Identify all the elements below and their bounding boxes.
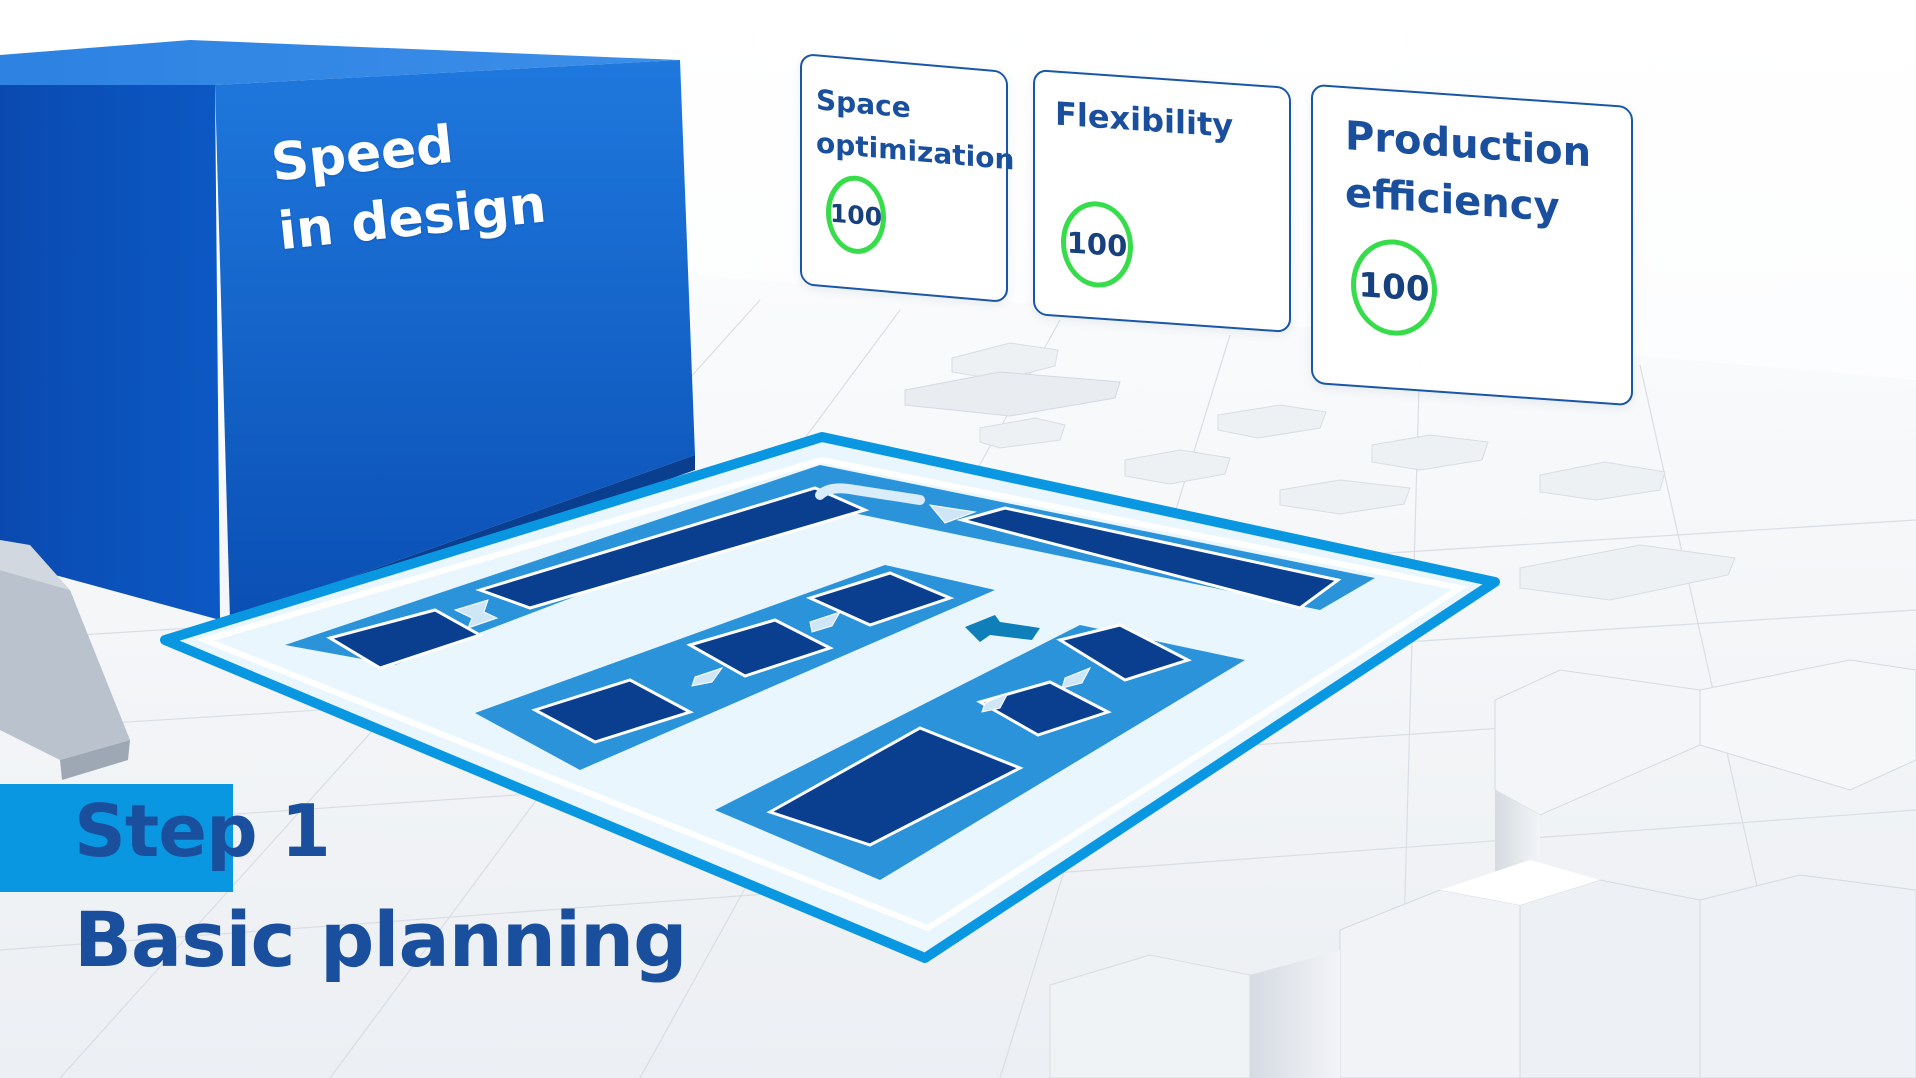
arrow-left-icon [965, 615, 1040, 642]
machine-top-left [326, 608, 484, 670]
step-subtitle: Basic planning [74, 895, 688, 984]
kpi-title: Space optimization [816, 78, 1014, 181]
speed-cube [0, 40, 695, 635]
machine-bot-1 [1056, 623, 1192, 682]
machine-top-long [475, 486, 870, 610]
score-badge: 100 [1061, 198, 1133, 290]
machine-mid-1 [805, 571, 955, 627]
kpi-card-space-optimization: Space optimization 100 [800, 52, 1014, 304]
step-title: Step 1 [74, 789, 331, 873]
step-accent-bar [0, 784, 233, 892]
foreground-blocks [1049, 659, 1916, 1078]
gray-cube [0, 540, 130, 780]
machine-bot-2 [976, 680, 1112, 737]
kpi-title: Production efficiency [1345, 108, 1631, 242]
layout-plan [160, 432, 1500, 963]
kpi-card-flexibility: Flexibility 100 [1033, 68, 1291, 334]
score-badge: 100 [1351, 236, 1437, 339]
background-blocks [904, 342, 1736, 601]
machine-mid-3 [531, 678, 694, 744]
chevron-arrow-icon [453, 483, 1092, 713]
kpi-title: Flexibility [1055, 95, 1289, 149]
kpi-card-production-efficiency: Production efficiency 100 [1311, 83, 1633, 407]
machine-bot-3 [766, 726, 1024, 847]
machine-mid-2 [686, 618, 834, 678]
kpi-title-line1: Flexibility [1055, 94, 1234, 145]
score-badge: 100 [826, 173, 886, 257]
machine-top-right [956, 506, 1342, 610]
cube-label: Speed in design [268, 102, 549, 267]
